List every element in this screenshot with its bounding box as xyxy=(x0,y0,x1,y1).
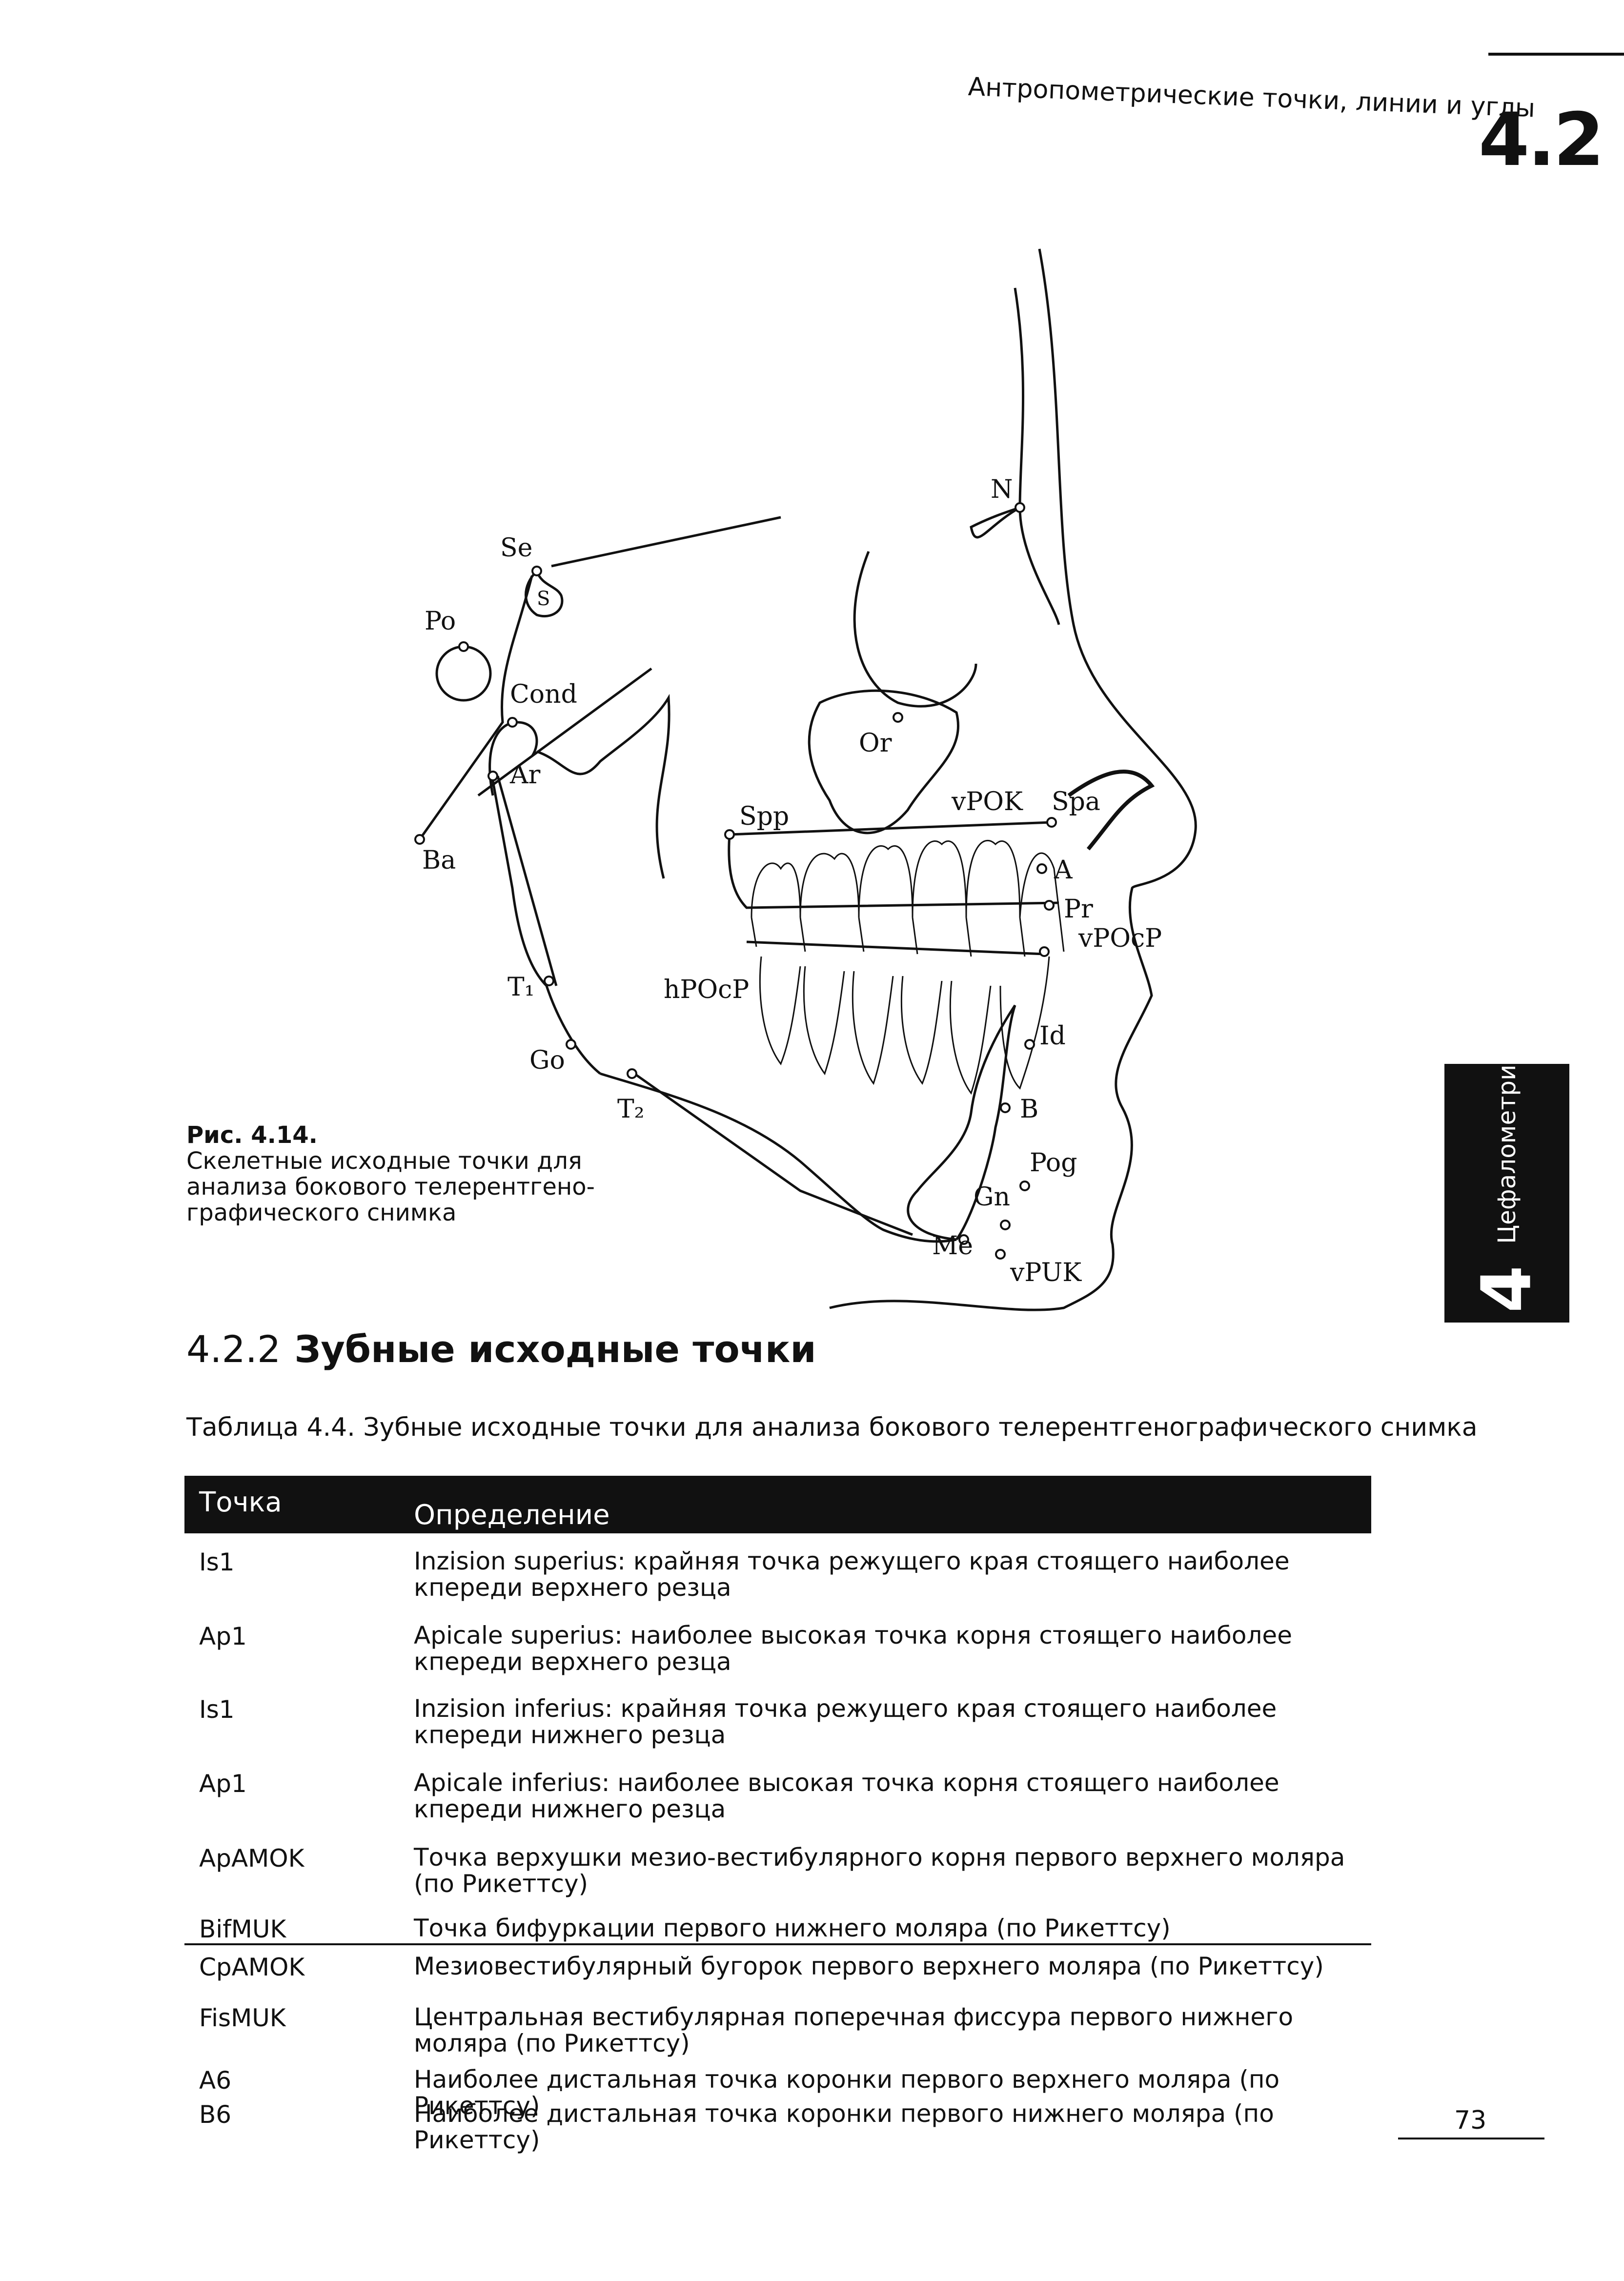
section-heading-number: 4.2.2 xyxy=(186,1327,281,1371)
label-cond: Cond xyxy=(510,680,577,709)
column-header-definition: Определение xyxy=(414,1499,610,1531)
sella-turcica xyxy=(525,570,564,618)
label-ba: Ba xyxy=(422,846,456,875)
point-code: Is1 xyxy=(199,1548,235,1576)
nasal-hook xyxy=(970,506,1021,539)
row-divider xyxy=(184,1943,1371,1945)
table-title: Таблица 4.4. Зубные исходные точки для а… xyxy=(186,1413,1478,1442)
occlusal-line xyxy=(746,940,1045,956)
section-heading: 4.2.2 Зубные исходные точки xyxy=(186,1327,816,1371)
nose-tip xyxy=(1067,770,1155,851)
label-spa: Spa xyxy=(1052,787,1100,816)
soft-tissue-profile xyxy=(829,248,1197,1311)
cranial-base-line xyxy=(477,667,652,797)
point-code: CpAMOK xyxy=(199,1953,305,1981)
point-code: Is1 xyxy=(199,1695,235,1724)
basion-line xyxy=(418,575,533,840)
section-number: 4.2 xyxy=(1479,98,1604,183)
orbit-curve xyxy=(853,551,977,708)
label-id: Id xyxy=(1039,1021,1066,1051)
label-vpocp: vPOcP xyxy=(1078,924,1162,953)
label-t1: T₁ xyxy=(508,973,535,1002)
label-n: N xyxy=(991,475,1013,504)
cephalometric-diagram: N Or Se S Po Cond Ar Ba Spp vPOK Spa A P… xyxy=(414,248,1197,1311)
point-definition: Inzision superius: крайняя точка режущег… xyxy=(414,1547,1290,1602)
point-definition: Наиболее дистальная точка коронки первог… xyxy=(414,2099,1274,2154)
figure-label: Рис. 4.14. xyxy=(186,1121,318,1149)
point-definition: Мезиовестибулярный бугорок первого верхн… xyxy=(414,1952,1324,1980)
chapter-tab-number: 4 xyxy=(1467,1265,1547,1313)
point-definition: Центральная вестибулярная поперечная фис… xyxy=(414,2003,1294,2057)
palatal-plane xyxy=(729,821,1052,836)
label-gn: Gn xyxy=(974,1182,1010,1212)
header-rule xyxy=(1488,53,1624,56)
label-spp: Spp xyxy=(739,802,789,831)
point-definition: Apicale superius: наиболее высокая точка… xyxy=(414,1621,1292,1676)
nasal-bone xyxy=(1014,287,1060,625)
point-definition: Точка бифуркации первого нижнего моляра … xyxy=(414,1914,1171,1942)
label-pr: Pr xyxy=(1064,895,1093,924)
caption-line-2: анализа бокового телерентгено- xyxy=(186,1173,595,1201)
label-po: Po xyxy=(425,607,456,636)
label-vpuk: vPUK xyxy=(1010,1258,1082,1287)
point-code: Ap1 xyxy=(199,1622,247,1650)
point-code: FisMUK xyxy=(199,2004,286,2032)
palate xyxy=(728,834,1059,909)
page-number: 73 xyxy=(1454,2106,1487,2135)
label-go: Go xyxy=(529,1046,565,1075)
table-header: Точка Определение xyxy=(184,1476,1371,1533)
porion-circle xyxy=(435,645,492,702)
lower-teeth xyxy=(759,956,1050,1095)
maxilla-outline xyxy=(808,689,959,835)
label-b: B xyxy=(1020,1095,1038,1124)
point-code: Ap1 xyxy=(199,1770,247,1798)
chapter-tab-label: Цефалометрия xyxy=(1493,1050,1521,1244)
point-definition: Inzision inferius: крайняя точка режущег… xyxy=(414,1694,1277,1749)
point-definition: Наиболее дистальная точка коронки первог… xyxy=(414,2065,1280,2120)
label-s: S xyxy=(537,588,550,610)
point-code: B6 xyxy=(199,2100,232,2129)
label-hpocp: hPOcP xyxy=(664,975,749,1004)
label-pog: Pog xyxy=(1030,1148,1077,1178)
label-or: Or xyxy=(859,729,892,758)
point-definition: Точка верхушки мезио-вестибулярного корн… xyxy=(414,1843,1345,1898)
caption-line-1: Скелетные исходные точки для xyxy=(186,1147,582,1175)
label-ar: Ar xyxy=(509,760,541,790)
section-heading-title: Зубные исходные точки xyxy=(294,1327,816,1371)
upper-teeth xyxy=(751,840,1065,957)
chapter-side-tab: Цефалометрия 4 xyxy=(1444,1050,1569,1323)
anterior-cranial-line xyxy=(551,516,781,568)
symphysis xyxy=(907,1004,1016,1241)
label-vpok: vPOK xyxy=(951,787,1023,816)
mandible-tangent xyxy=(633,1072,913,1236)
dental-points-table: Точка Определение Is1 Inzision superius:… xyxy=(184,1476,1371,2153)
coronoid xyxy=(536,693,670,879)
running-title: Антропометрические точки, линии и углы xyxy=(967,72,1536,123)
point-code: ApAMOK xyxy=(199,1844,304,1873)
label-me: Me xyxy=(932,1231,973,1261)
point-definition: Apicale inferius: наиболее высокая точка… xyxy=(414,1769,1279,1823)
page-number-rule xyxy=(1398,2138,1544,2139)
label-a: A xyxy=(1054,855,1073,885)
ramus-posterior xyxy=(491,780,601,1075)
point-code: A6 xyxy=(199,2066,232,2095)
caption-line-3: графического снимка xyxy=(186,1199,457,1226)
landmark-points xyxy=(414,502,1057,1260)
ramus-tangent xyxy=(496,775,558,986)
label-t2: T₂ xyxy=(617,1095,645,1124)
mandible-lower-border xyxy=(600,1072,957,1243)
point-code: BifMUK xyxy=(199,1915,286,1943)
figure-caption: Рис. 4.14. Скелетные исходные точки для … xyxy=(186,1122,595,1226)
column-header-point: Точка xyxy=(199,1487,282,1518)
label-se: Se xyxy=(500,533,532,563)
